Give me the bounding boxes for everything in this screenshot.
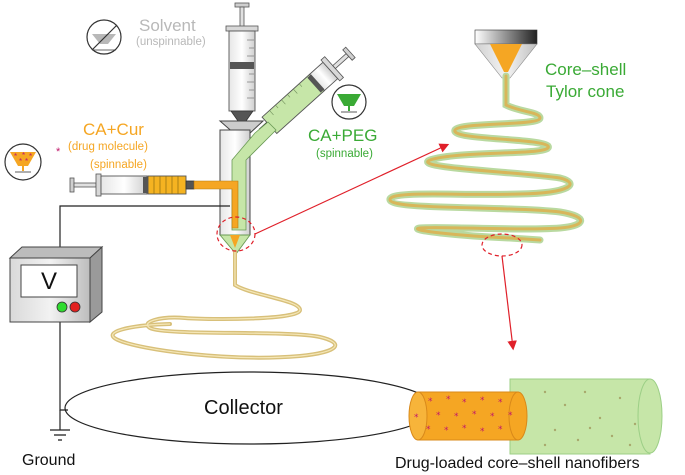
svg-text:*: * [480,396,485,406]
svg-text:*: * [498,398,503,408]
voltmeter-green-terminal [56,301,68,313]
circuit-wires [59,205,230,430]
ca-cur-label: CA+Cur [83,120,144,139]
ca-peg-note: (spinnable) [316,148,373,160]
collector-label: Collector [204,397,283,419]
svg-text:*: * [462,424,467,434]
core-shell-label: Core–shell [545,60,627,79]
nanofibers-caption: Drug-loaded core–shell nanofibers [395,455,640,472]
voltmeter-label: V [41,268,58,295]
svg-text:*: * [25,157,28,166]
svg-text:*: * [480,427,485,437]
core-shell-nanofiber: ***** ***** ***** * [408,378,663,455]
svg-text:*: * [462,398,467,408]
svg-text:*: * [22,151,25,160]
solvent-note: (unspinnable) [136,36,206,48]
zoom-arrow-1 [254,143,450,235]
ground-icon [50,429,70,441]
ca-cur-syringe [69,173,195,197]
svg-text:*: * [498,425,503,435]
ca-peg-label: CA+PEG [308,126,378,145]
svg-text:*: * [29,152,32,161]
drug-molecule-star: * [56,146,61,158]
drug-molecule-note: (drug molecule) [68,141,148,153]
taylor-cone-label: Tylor cone [546,82,625,101]
ca-cur-note: (spinnable) [90,159,147,171]
voltmeter-red-terminal [69,301,81,313]
svg-text:*: * [444,426,449,436]
solvent-label: Solvent [139,16,196,35]
svg-text:*: * [14,152,17,161]
svg-text:*: * [436,411,441,421]
svg-text:*: * [490,412,495,422]
coaxial-nozzle [193,120,277,255]
solvent-syringe [225,2,259,122]
svg-text:*: * [472,410,477,420]
zoom-arrow-2 [501,255,517,351]
svg-text:*: * [454,412,459,422]
drug-loaded-droplet-icon: ***** [4,143,42,181]
taylor-cone [474,29,538,79]
voltmeter [8,245,104,324]
crossed-out-funnel-icon [86,19,122,55]
svg-text:*: * [446,395,451,405]
svg-text:*: * [19,157,22,166]
svg-text:*: * [426,425,431,435]
svg-text:*: * [508,411,513,421]
svg-text:*: * [414,413,419,423]
green-droplet-icon [331,84,367,120]
svg-text:*: * [428,397,433,407]
ground-label: Ground [22,452,76,469]
fiber-jet [110,250,338,360]
